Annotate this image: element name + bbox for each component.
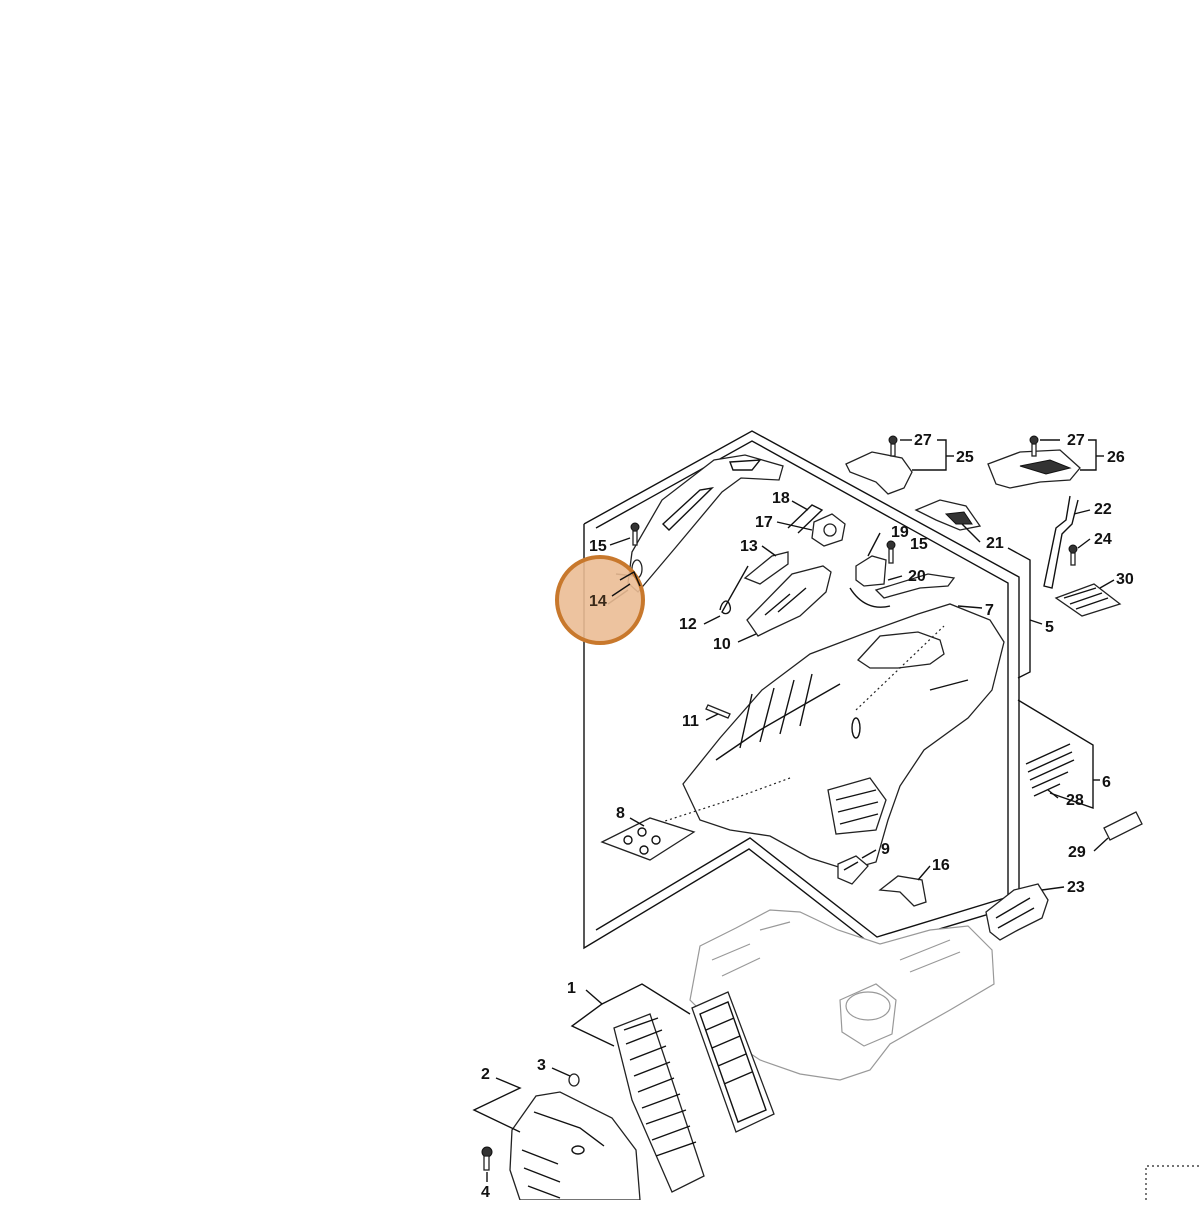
- callout-23[interactable]: 23: [1067, 879, 1085, 896]
- callout-27-left[interactable]: 27: [914, 432, 932, 449]
- callout-16[interactable]: 16: [932, 857, 950, 874]
- callout-24[interactable]: 24: [1094, 531, 1112, 548]
- part-28-decal: [1025, 743, 1075, 797]
- part-7-shroud: [661, 603, 1005, 871]
- callout-labels: 1 2 3 4 5 6 7 8 9 10 11 12 13 14 15 15 1…: [481, 432, 1134, 1201]
- callout-18[interactable]: 18: [772, 490, 790, 507]
- callout-14[interactable]: 14: [589, 593, 607, 610]
- part-15-screw-left: [630, 522, 640, 546]
- callout-4[interactable]: 4: [481, 1184, 490, 1201]
- callout-29[interactable]: 29: [1068, 844, 1086, 861]
- leader-lines: [472, 439, 1115, 1182]
- callout-28[interactable]: 28: [1066, 792, 1084, 809]
- partial-dashed-box: [1145, 1165, 1200, 1200]
- assembly-frame-5: [1007, 547, 1031, 679]
- part-4-screw: [481, 1146, 493, 1171]
- callout-25[interactable]: 25: [956, 449, 974, 466]
- callout-26[interactable]: 26: [1107, 449, 1125, 466]
- callout-15-left[interactable]: 15: [589, 538, 607, 555]
- part-24-screw: [1068, 544, 1078, 566]
- part-15-screw-right: [886, 540, 896, 564]
- callout-2[interactable]: 2: [481, 1066, 490, 1083]
- callout-17[interactable]: 17: [755, 514, 773, 531]
- part-13-trigger: [743, 551, 789, 585]
- part-1-filter-element: [613, 1013, 705, 1193]
- part-11-pin: [705, 704, 731, 719]
- callout-6[interactable]: 6: [1102, 774, 1111, 791]
- callout-20[interactable]: 20: [908, 568, 926, 585]
- part-26-cover-right: [987, 435, 1081, 489]
- part-1-filter-frame: [691, 991, 775, 1133]
- part-25-cover-left: [845, 435, 913, 495]
- engine-housing: [689, 909, 995, 1081]
- part-21-grip-pad: [914, 499, 982, 531]
- callout-22[interactable]: 22: [1094, 501, 1112, 518]
- part-16-clip: [878, 875, 927, 907]
- callout-19[interactable]: 19: [891, 524, 909, 541]
- callout-12[interactable]: 12: [679, 616, 697, 633]
- callout-1[interactable]: 1: [567, 980, 576, 997]
- callout-11[interactable]: 11: [682, 713, 699, 730]
- assembly-frame-6: [1017, 699, 1094, 809]
- callout-21[interactable]: 21: [986, 535, 1004, 552]
- part-2-filter-cover: [509, 1091, 641, 1201]
- part-22-rod: [1043, 495, 1079, 589]
- part-10-throttle-housing: [746, 565, 832, 637]
- part-18-spring-rod: [787, 504, 824, 534]
- part-17-switch: [811, 513, 846, 547]
- callout-5[interactable]: 5: [1045, 619, 1054, 636]
- part-23-guard: [985, 883, 1049, 941]
- callout-15-right[interactable]: 15: [910, 536, 928, 553]
- callout-7[interactable]: 7: [985, 602, 994, 619]
- part-8-label-sheet: [600, 817, 696, 861]
- callout-13[interactable]: 13: [740, 538, 758, 555]
- callout-10[interactable]: 10: [713, 636, 731, 653]
- callout-27-right[interactable]: 27: [1067, 432, 1085, 449]
- part-19-bracket: [849, 555, 891, 608]
- callout-3[interactable]: 3: [537, 1057, 546, 1074]
- part-9-label: [837, 855, 869, 885]
- callout-9[interactable]: 9: [881, 841, 890, 858]
- part-30-filter-pad: [1054, 583, 1122, 617]
- part-20-lever: [874, 573, 956, 599]
- callout-8[interactable]: 8: [616, 805, 625, 822]
- part-12-spring: [719, 565, 749, 615]
- part-14-tip: [619, 571, 641, 587]
- part-3-grommet: [568, 1073, 580, 1087]
- leader-14: [611, 583, 631, 597]
- part-29-tag: [1103, 811, 1143, 841]
- callout-30[interactable]: 30: [1116, 571, 1134, 588]
